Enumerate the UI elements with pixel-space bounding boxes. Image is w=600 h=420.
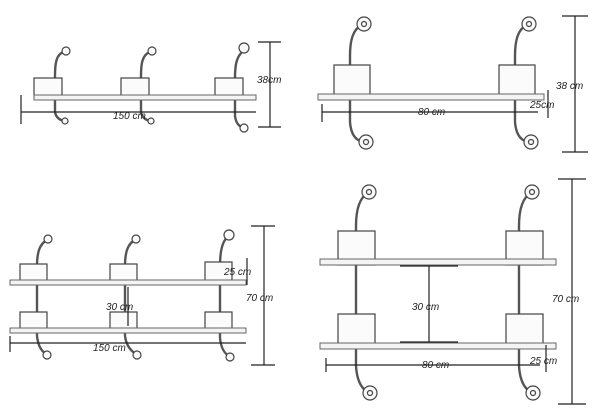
flange	[43, 234, 53, 244]
lower-shelf	[9, 327, 247, 334]
height-label: 70 cm	[552, 294, 579, 305]
bracket	[333, 64, 371, 100]
flange	[525, 20, 533, 28]
upper-shelf	[319, 258, 557, 266]
width-label: 150 cm	[113, 111, 146, 122]
shelf	[317, 93, 545, 101]
upper-shelf	[9, 279, 247, 286]
bracket	[498, 64, 536, 100]
flange	[225, 352, 235, 362]
pipe-right	[517, 191, 534, 395]
flange	[365, 188, 373, 196]
spacing-label: 30 cm	[412, 302, 439, 313]
flange	[61, 46, 71, 56]
height-label: 70 cm	[246, 293, 273, 304]
flange	[132, 350, 142, 360]
pipe-left	[35, 238, 48, 355]
pipe-middle	[123, 238, 137, 356]
spacing-label: 30 cm	[106, 302, 133, 313]
width-label: 80 cm	[422, 360, 449, 371]
flange	[147, 117, 155, 125]
depth-label: 25cm	[529, 100, 554, 111]
depth-label: 25 cm	[529, 356, 557, 367]
bracket	[19, 311, 48, 331]
flange	[61, 117, 69, 125]
pipe-left	[354, 191, 371, 395]
flange	[223, 229, 235, 241]
flange	[42, 350, 52, 360]
flange	[147, 46, 157, 56]
figure-three-bracket-single-shelf: 150 cm 38cm	[20, 41, 281, 133]
height-label: 38cm	[257, 75, 281, 86]
bracket	[109, 263, 138, 283]
height-label: 38 cm	[556, 81, 583, 92]
width-label: 80 cm	[418, 107, 445, 118]
bracket	[19, 263, 48, 283]
flange	[239, 123, 249, 133]
lower-shelf	[319, 342, 557, 350]
bracket	[505, 313, 544, 349]
figure-two-bracket-single-shelf: 80 cm 25cm 38 cm	[317, 15, 588, 153]
depth-label: 25 cm	[223, 267, 251, 278]
flange	[238, 42, 250, 54]
bracket	[204, 311, 233, 331]
shelf	[33, 94, 257, 101]
flange	[131, 234, 141, 244]
flange	[528, 188, 536, 196]
bracket	[337, 313, 376, 349]
flange	[529, 389, 537, 397]
flange	[366, 389, 374, 397]
figure-three-bracket-double-shelf: 30 cm 150 cm 25 cm 70 cm	[9, 225, 275, 366]
bracket	[109, 311, 138, 331]
width-label: 150 cm	[93, 343, 126, 354]
flange	[527, 138, 535, 146]
figure-two-bracket-double-shelf: 30 cm 80 cm 25 cm 70 cm	[319, 178, 586, 405]
flange	[360, 20, 368, 28]
pipe-right	[218, 234, 230, 358]
flange	[362, 138, 370, 146]
